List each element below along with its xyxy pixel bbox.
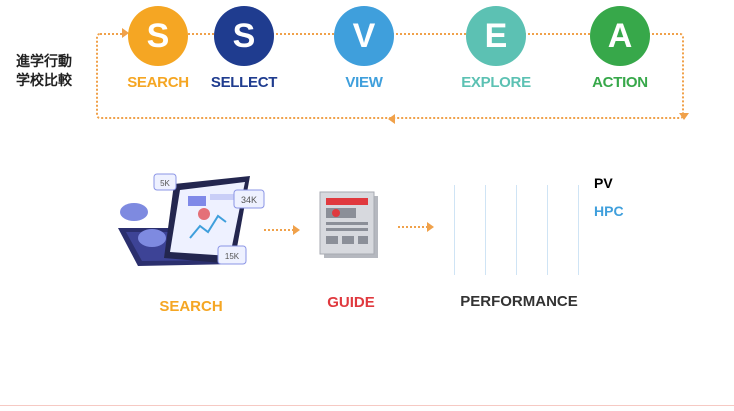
laptop-badge-2: 34K [241, 195, 257, 205]
flow-arrow-1 [264, 229, 294, 231]
behavior-label-line1: 進学行動 [16, 53, 72, 69]
performance-gridlines [452, 185, 582, 275]
step-label: SEARCH [127, 74, 189, 91]
bottom-divider [0, 405, 734, 406]
cycle-step-view: V VIEW [304, 6, 424, 91]
behavior-label: 進学行動 学校比較 [16, 52, 86, 90]
step-label: SELLECT [210, 74, 278, 91]
step-circle: A [590, 6, 650, 66]
laptop-badge-3: 15K [225, 252, 240, 261]
cycle-step-action: A ACTION [560, 6, 680, 91]
step-circle: E [466, 6, 526, 66]
guide-document-icon [319, 191, 378, 258]
flow-arrow-2-tip-icon [427, 222, 434, 232]
legend-pv: PV [594, 175, 613, 191]
step-circle: S [128, 6, 188, 66]
cycle-step-explore: E EXPLORE [436, 6, 556, 91]
step-circle: V [334, 6, 394, 66]
flow-label-guide: GUIDE [327, 294, 375, 311]
cycle-step-sellect: S SELLECT [184, 6, 304, 91]
flow-arrow-2 [398, 226, 428, 228]
step-label: ACTION [592, 74, 648, 91]
loop-arrow-right-icon [122, 28, 129, 38]
loop-arrow-left-icon [388, 114, 395, 124]
laptop-search-illustration: 5K 34K 15K [118, 173, 265, 266]
flow-label-performance: PERFORMANCE [460, 293, 578, 310]
legend-hpc: HPC [594, 203, 624, 219]
step-label: EXPLORE [461, 74, 531, 91]
behavior-label-line2: 学校比較 [16, 72, 72, 88]
cycle-step-search: S SEARCH [98, 6, 218, 91]
flow-arrow-1-tip-icon [293, 225, 300, 235]
flow-label-search: SEARCH [159, 298, 223, 315]
loop-arrow-down-icon [679, 113, 689, 120]
step-circle: S [214, 6, 274, 66]
laptop-badge-1: 5K [160, 179, 170, 188]
step-label: VIEW [345, 74, 383, 91]
